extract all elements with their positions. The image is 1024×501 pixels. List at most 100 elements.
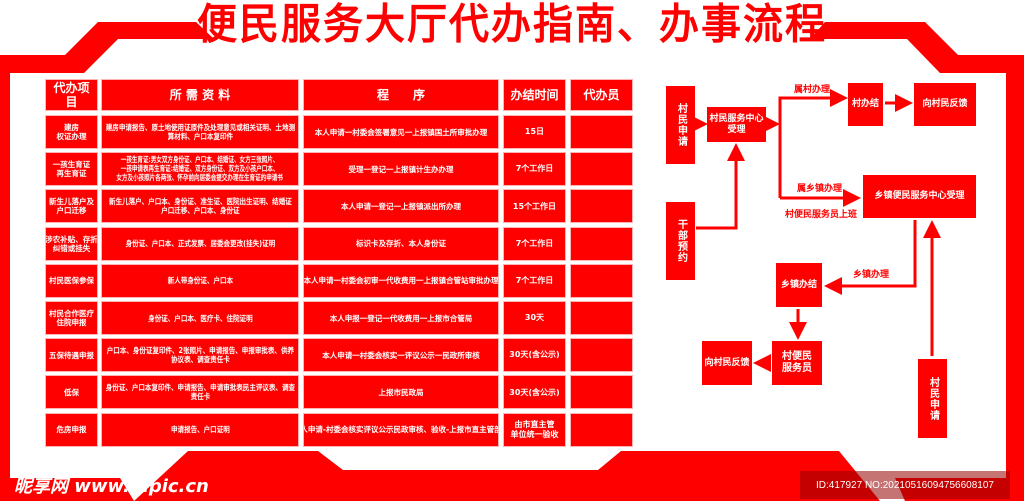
table-cell-text: 15个工作日 xyxy=(512,201,557,211)
table-cell-text: 建房 权证办理 xyxy=(56,123,87,141)
arrow-village-branch xyxy=(778,89,848,198)
table-row-procedure-cell: 本人申请-村委会核实评议公示民政审核、验收-上报市直主管部门 xyxy=(304,413,498,446)
header-procedure-cell: 程 序 xyxy=(304,80,498,110)
table-cell-text: 受理一登记一上报镇计生办办理 xyxy=(348,164,454,174)
table-row-time-cell: 30天(含公示) xyxy=(504,339,565,372)
table-cell-text: 上报市民政局 xyxy=(378,387,424,397)
table-row-materials-cell: 身份证、户口本、医疗卡、住院证明 xyxy=(102,302,298,334)
watermark-logo: 昵享网 www.nipic.cn xyxy=(14,476,209,497)
table-row-time-cell: 30天(含公示) xyxy=(504,376,565,409)
table-cell-text: 一孩生育证:男女双方身份证、户口本、结婚证、女方三张照片、 一孩申请表再生育证:… xyxy=(116,155,284,182)
table-row-agent-cell xyxy=(571,227,632,260)
header-materials-cell: 所 需 资 料 xyxy=(102,80,298,110)
table-cell-text: 身份证、户口本复印件、申请报告、申请审批表民主评议表、调查责任卡 xyxy=(105,383,295,402)
watermark-id: ID:417927 NO:20210516094756608107 xyxy=(800,471,1010,499)
table-row-procedure-cell: 本人申请一村委会核实一评议公示一民政所审核 xyxy=(304,339,498,372)
page-title: 便民服务大厅代办指南、办事流程 xyxy=(197,0,827,50)
table-cell-text: 五保待遇申报 xyxy=(49,350,94,360)
table-row-materials-cell: 一孩生育证:男女双方身份证、户口本、结婚证、女方三张照片、 一孩申请表再生育证:… xyxy=(102,153,298,186)
table-cell-text: 新人带身份证、户口本 xyxy=(167,276,233,286)
table-row-agent-cell xyxy=(571,153,632,186)
table-row-agent-cell xyxy=(571,413,632,446)
table-cell-text: 7个工作日 xyxy=(515,238,554,248)
table-row-item-cell: 建房 权证办理 xyxy=(46,116,97,148)
table-row-time-cell: 15日 xyxy=(504,116,565,148)
flow-cadre-appointment: 干部预约 xyxy=(666,202,695,280)
header-agent-cell: 代办员 xyxy=(571,80,632,110)
table-row-materials-cell: 身份证、户口本复印件、申请报告、申请审批表民主评议表、调查责任卡 xyxy=(102,376,298,409)
flow-villager-apply-2: 村民申请 xyxy=(918,359,947,438)
table-row-time-cell: 7个工作日 xyxy=(504,153,565,186)
table-cell-text: 身份证、户口本、医疗卡、住院证明 xyxy=(147,313,253,323)
table-cell-text: 申请报告、户口证明 xyxy=(170,425,230,435)
table-row-procedure-cell: 本人申请一村委会初审一代收费用一上报镇合管站审批办理 xyxy=(304,264,498,297)
table-row-agent-cell xyxy=(571,376,632,409)
table-cell-text: 身份证、户口本、正式发票、居委会更改(挂失)证明 xyxy=(125,239,275,249)
table-row-materials-cell: 建房申请报告、原土地使用证原件及处理意见或相关证明、土地测算材料、户口本复印件 xyxy=(102,116,298,148)
table-cell-text: 新生儿落户及 户口迁移 xyxy=(49,197,94,216)
table-cell-text: 新生儿落户、户口本、身份证、准生证、医院出生证明、结婚证 户口迁移、户口本、身份… xyxy=(108,197,292,216)
flow-label-township-handle: 乡镇办理 xyxy=(853,270,890,280)
table-row-procedure-cell: 受理一登记一上报镇计生办办理 xyxy=(304,153,498,186)
flow-village-done: 村办结 xyxy=(848,83,883,126)
table-row-agent-cell xyxy=(571,302,632,334)
table-row-item-cell: 危房申报 xyxy=(46,413,97,446)
header-item-cell: 代办项目 xyxy=(46,80,97,110)
table-row-agent-cell xyxy=(571,116,632,148)
table-row-materials-cell: 申请报告、户口证明 xyxy=(102,413,298,446)
table-row-procedure-cell: 上报市民政局 xyxy=(304,376,498,409)
flow-villager-apply: 村民申请 xyxy=(666,86,695,164)
table-row-item-cell: 一孩生育证 再生育证 xyxy=(46,153,97,186)
arrow-cadre-to-center xyxy=(696,143,745,230)
table-row-procedure-cell: 本人申请一登记一上报镇派出所办理 xyxy=(304,190,498,223)
table-cell-text: 村民医保参保 xyxy=(49,276,94,286)
table-cell-text: 7个工作日 xyxy=(515,164,554,174)
table-row-item-cell: 五保待遇申报 xyxy=(46,339,97,372)
table-cell-text: 低保 xyxy=(64,387,79,397)
table-row-time-cell: 7个工作日 xyxy=(504,227,565,260)
table-row-procedure-cell: 标识卡及存折、本人身份证 xyxy=(304,227,498,260)
table-row-procedure-cell: 本人申请一村委会签署意见一上报镇国土所审批办理 xyxy=(304,116,498,148)
flow-feedback-1: 向村民反馈 xyxy=(914,83,976,126)
table-cell-text: 本人申报一登记一代收费用一上报市合管局 xyxy=(329,313,473,323)
table-cell-text: 30天(含公示) xyxy=(509,350,560,360)
table-row-time-cell: 7个工作日 xyxy=(504,264,565,297)
table-row-time-cell: 15个工作日 xyxy=(504,190,565,223)
table-cell-text: 涉农补贴、存折 纠错或挂失 xyxy=(46,234,97,253)
table-cell-text: 村民合作医疗 住院申报 xyxy=(49,309,94,327)
table-cell-text: 15日 xyxy=(524,127,545,137)
table-cell-text: 建房申请报告、原土地使用证原件及处理意见或相关证明、土地测算材料、户口本复印件 xyxy=(105,123,295,141)
table-row-item-cell: 村民合作医疗 住院申报 xyxy=(46,302,97,334)
table-row-procedure-cell: 本人申报一登记一代收费用一上报市合管局 xyxy=(304,302,498,334)
arrow-township-to-done xyxy=(824,220,917,295)
flow-feedback-2: 向村民反馈 xyxy=(702,341,752,385)
table-cell-text: 7个工作日 xyxy=(515,276,554,285)
table-cell-text: 30天 xyxy=(524,313,545,323)
table-cell-text: 30天(含公示) xyxy=(509,387,560,397)
table-cell-text: 危房申报 xyxy=(56,425,87,435)
flow-label-township: 属乡镇办理 xyxy=(797,184,843,194)
table-row-agent-cell xyxy=(571,339,632,372)
flow-service-center-accept: 村民服务中心受理 xyxy=(707,107,766,142)
flow-label-village: 属村办理 xyxy=(794,85,831,95)
table-row-time-cell: 由市直主管 单位统一验收 xyxy=(504,413,565,446)
flow-township-center-accept: 乡镇便民服务中心受理 xyxy=(863,175,976,218)
flow-township-done: 乡镇办结 xyxy=(776,263,822,307)
table-row-time-cell: 30天 xyxy=(504,302,565,334)
table-cell-text: 本人申请一村委会初审一代收费用一上报镇合管站审批办理 xyxy=(304,276,498,286)
table-row-item-cell: 新生儿落户及 户口迁移 xyxy=(46,190,97,223)
table-row-item-cell: 低保 xyxy=(46,376,97,409)
table-row-agent-cell xyxy=(571,190,632,223)
table-row-materials-cell: 身份证、户口本、正式发票、居委会更改(挂失)证明 xyxy=(102,227,298,260)
table-cell-text: 由市直主管 单位统一验收 xyxy=(510,420,559,439)
table-cell-text: 一孩生育证 再生育证 xyxy=(52,160,91,179)
table-row-item-cell: 涉农补贴、存折 纠错或挂失 xyxy=(46,227,97,260)
header-time-cell: 办结时间 xyxy=(504,80,565,110)
table-row-materials-cell: 新人带身份证、户口本 xyxy=(102,264,298,297)
table-cell-text: 标识卡及存折、本人身份证 xyxy=(356,239,446,249)
flow-village-service-staff: 村便民服务员 xyxy=(772,341,822,385)
table-cell-text: 本人申请一村委会核实一评议公示一民政所审核 xyxy=(322,350,480,360)
table-cell-text: 本人申请一登记一上报镇派出所办理 xyxy=(341,201,461,211)
table-cell-text: 户口本、身份证复印件、2张照片、申请报告、申报审批表、供养协议表、调查责任卡 xyxy=(106,346,294,365)
